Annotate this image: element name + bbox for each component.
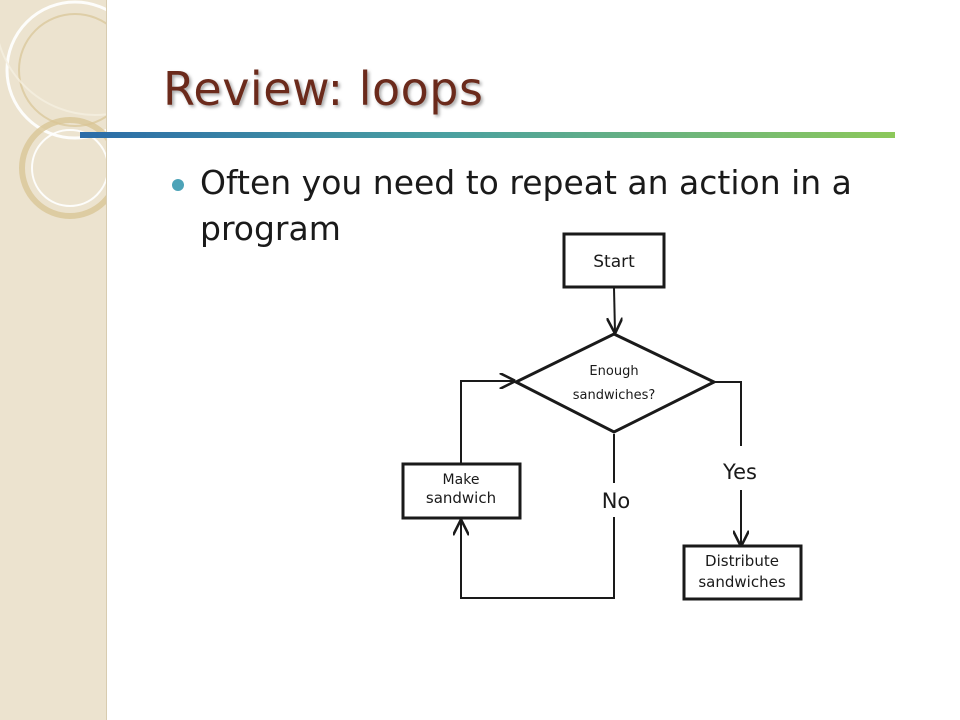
make-sandwich-box xyxy=(401,462,522,520)
bullet-text: Often you need to repeat an action in a … xyxy=(200,163,852,248)
bullet-icon xyxy=(172,179,184,191)
decorative-rings xyxy=(0,0,106,219)
make-label-line1: Make xyxy=(443,472,480,488)
decision-diamond xyxy=(512,332,718,434)
decorative-sidebar xyxy=(0,0,107,720)
distribute-label-line1: Distribute xyxy=(705,552,779,570)
arrow-make-to-decision xyxy=(460,381,514,463)
decision-label-line2: sandwiches? xyxy=(573,388,656,403)
slide-title: Review: loops xyxy=(163,62,484,116)
no-label: No xyxy=(602,489,631,513)
yes-label: Yes xyxy=(722,460,757,484)
start-label: Start xyxy=(593,252,635,272)
distribute-label-line2: sandwiches xyxy=(698,573,785,591)
arrow-start-to-decision xyxy=(614,287,615,332)
distribute-box xyxy=(682,544,803,601)
arrow-yes-to-distribute xyxy=(714,381,742,446)
title-underline xyxy=(80,132,895,138)
make-label-line2: sandwich xyxy=(426,489,496,507)
arrow-no-to-make xyxy=(461,517,615,599)
start-box xyxy=(562,232,666,289)
decision-label-line1: Enough xyxy=(589,364,638,379)
